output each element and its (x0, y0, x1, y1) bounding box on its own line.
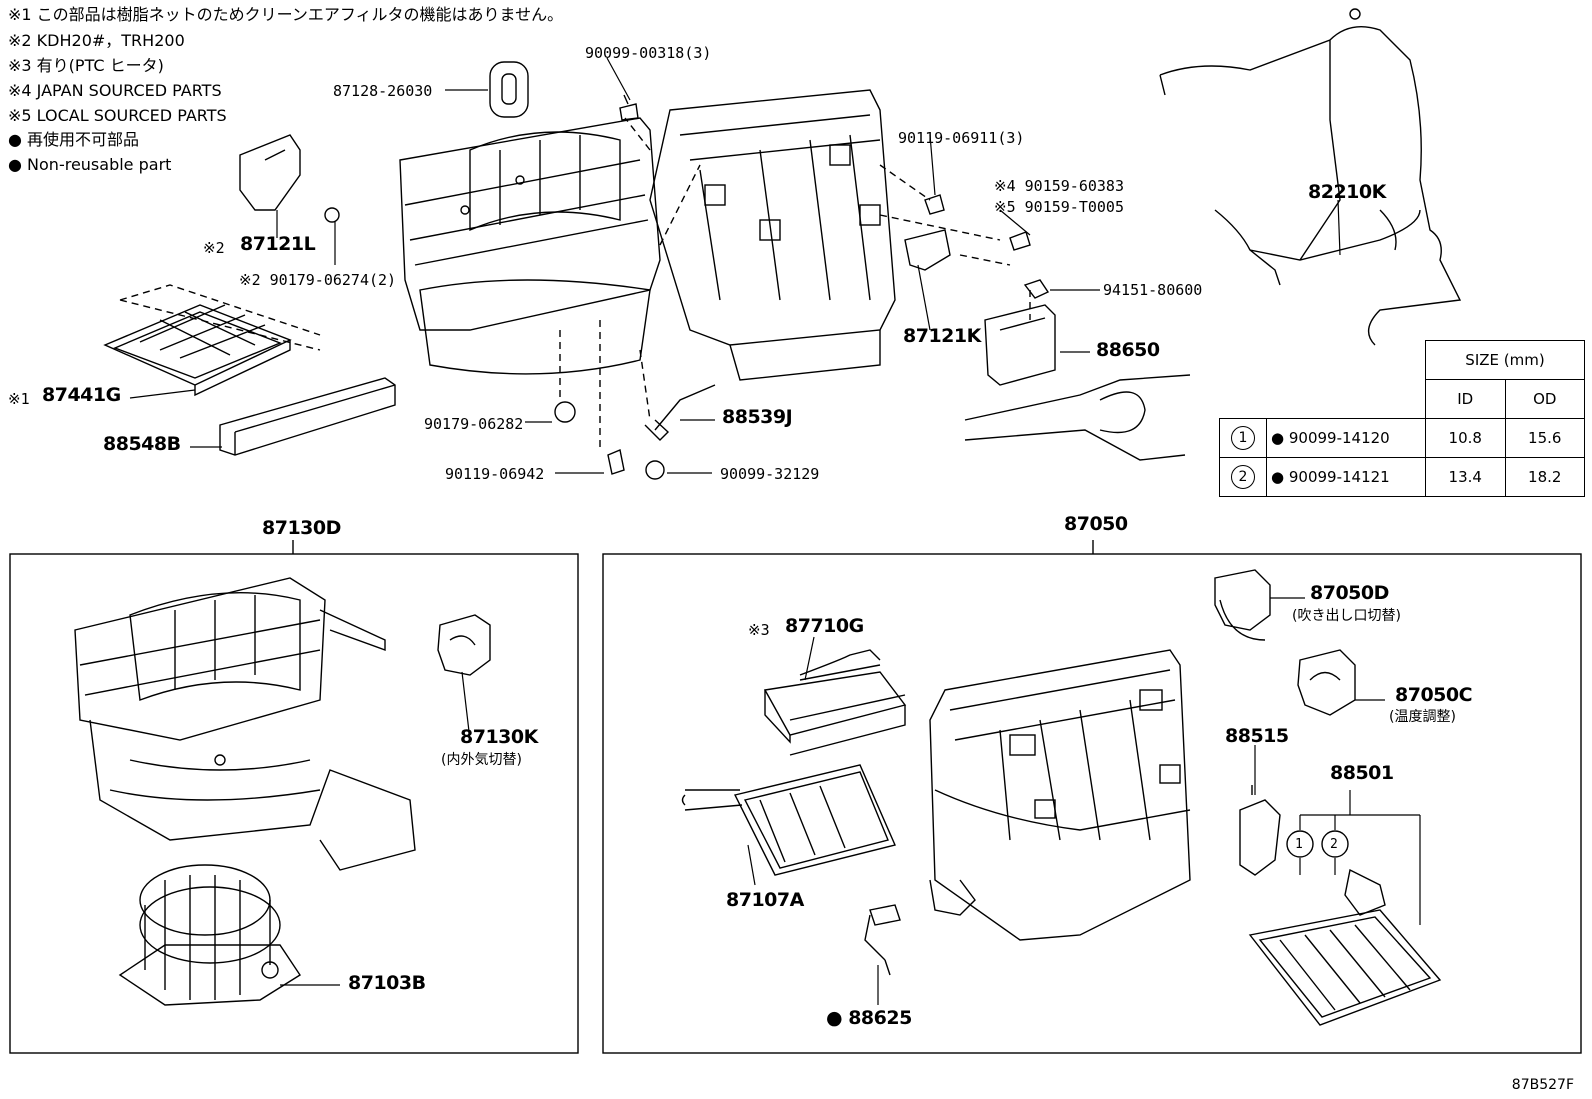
row-id: 10.8 (1425, 418, 1506, 458)
nut-90179-06282 (554, 401, 576, 423)
label-87121l-mark: ※2 (203, 239, 225, 257)
note-6: ● 再使用不可部品 (8, 130, 140, 149)
label-87050: 87050 (1064, 513, 1128, 535)
label-87441g: 87441G (42, 384, 121, 406)
bracket-87121l (239, 134, 301, 211)
size-table: SIZE (mm) ID OD 1 ● 90099-14120 10.8 15.… (1219, 340, 1585, 497)
label-82210k: 82210K (1308, 181, 1386, 203)
size-table-header-id: ID (1425, 379, 1506, 419)
figure-id: 87B527F (1511, 1077, 1574, 1093)
label-87107a: 87107A (726, 889, 804, 911)
label-90179-06274: ※2 90179-06274(2) (239, 271, 397, 289)
note-4: ※4 JAPAN SOURCED PARTS (8, 81, 222, 100)
filter-87441g (103, 304, 292, 397)
label-88539j: 88539J (722, 406, 793, 428)
filter-88548b (219, 377, 396, 456)
body-outline (964, 374, 1191, 461)
label-94151-80600: 94151-80600 (1103, 281, 1203, 299)
nut-90179-06274 (324, 207, 340, 223)
label-87441g-mark: ※1 (8, 390, 30, 408)
upper-blower-unit (399, 117, 661, 375)
row-od: 18.2 (1504, 457, 1585, 497)
size-table-header-od: OD (1504, 379, 1585, 419)
sensor-88539j (644, 384, 716, 441)
upper-ac-case (649, 89, 896, 381)
label-87128-26030: 87128-26030 (333, 82, 433, 100)
label-88625: ● 88625 (826, 1007, 912, 1029)
row-number: 2 (1231, 465, 1255, 489)
row-part-number: ● 90099-14121 (1266, 457, 1426, 497)
label-88515: 88515 (1225, 725, 1289, 747)
label-87050c-sub: (温度調整) (1389, 709, 1456, 725)
actuator-87050c (1297, 649, 1356, 716)
nut-94151-80600 (1023, 279, 1050, 299)
label-90099-00318: 90099-00318(3) (585, 44, 712, 62)
row-od: 15.6 (1504, 418, 1585, 458)
note-5: ※5 LOCAL SOURCED PARTS (8, 106, 227, 125)
circle-2-marker (1321, 830, 1349, 858)
row-id: 13.4 (1425, 457, 1506, 497)
label-87103b: 87103B (348, 972, 426, 994)
evaporator-88501 (1248, 868, 1442, 1026)
label-88548b: 88548B (103, 433, 181, 455)
label-87130k: 87130K (460, 726, 538, 748)
label-87710g: 87710G (785, 615, 864, 637)
label-87050d: 87050D (1310, 582, 1389, 604)
screw-90119-06911 (924, 194, 945, 215)
circle-1-label: 1 (1295, 837, 1303, 852)
sensor-88625 (864, 904, 901, 976)
circle-2-label: 2 (1330, 837, 1338, 852)
label-90119-06911: 90119-06911(3) (898, 129, 1025, 147)
label-88501: 88501 (1330, 762, 1394, 784)
harness-82210k (1159, 26, 1462, 346)
valve-88515 (1239, 785, 1281, 876)
screw-90099-00318 (619, 94, 639, 121)
fan-87103b (118, 864, 301, 1006)
label-87050d-sub: (吹き出し口切替) (1292, 608, 1401, 624)
note-3: ※3 有り(PTC ヒータ) (8, 56, 164, 75)
screw-90159 (1009, 231, 1031, 251)
frame-87050 (602, 553, 1582, 1054)
note-7: ● Non-reusable part (8, 155, 172, 174)
grommet-87128-26030 (489, 61, 529, 118)
size-table-title: SIZE (mm) (1425, 340, 1585, 380)
label-88650: 88650 (1096, 339, 1160, 361)
label-90159-t0005: ※5 90159-T0005 (994, 198, 1124, 216)
note-1: ※1 この部品は樹脂ネットのためクリーンエアフィルタの機能はありません。 (8, 5, 564, 24)
leader-lines (129, 57, 1421, 1005)
ecu-88650 (984, 304, 1056, 386)
circle-1-marker (1286, 830, 1314, 858)
label-87050c: 87050C (1395, 684, 1473, 706)
label-90119-06942: 90119-06942 (445, 465, 545, 483)
ac-case-87050 (929, 649, 1191, 941)
label-87710g-mark: ※3 (748, 621, 770, 639)
label-90159-60383: ※4 90159-60383 (994, 177, 1124, 195)
screw-90119-06942 (607, 449, 625, 475)
label-90179-06282: 90179-06282 (424, 415, 524, 433)
row-part-number: ● 90099-14120 (1266, 418, 1426, 458)
row-number: 1 (1231, 426, 1255, 450)
label-87121k: 87121K (903, 325, 981, 347)
table-row: 1 ● 90099-14120 10.8 15.6 (1219, 418, 1585, 458)
clip-90099-32129 (645, 460, 665, 480)
table-row: 2 ● 90099-14121 13.4 18.2 (1219, 457, 1585, 497)
note-2: ※2 KDH20#，TRH200 (8, 31, 185, 50)
label-90099-32129: 90099-32129 (720, 465, 820, 483)
ptc-heater-87710g (763, 649, 907, 756)
bracket-87121k (904, 229, 951, 271)
label-87130d: 87130D (262, 517, 341, 539)
blower-87130d (74, 577, 416, 871)
label-87121l: 87121L (240, 233, 316, 255)
actuator-87130k (437, 614, 491, 676)
heater-core-87107a (681, 764, 896, 876)
frame-87130d (9, 553, 579, 1054)
actuator-87050d (1214, 569, 1271, 641)
label-87130k-sub: (内外気切替) (441, 752, 522, 768)
